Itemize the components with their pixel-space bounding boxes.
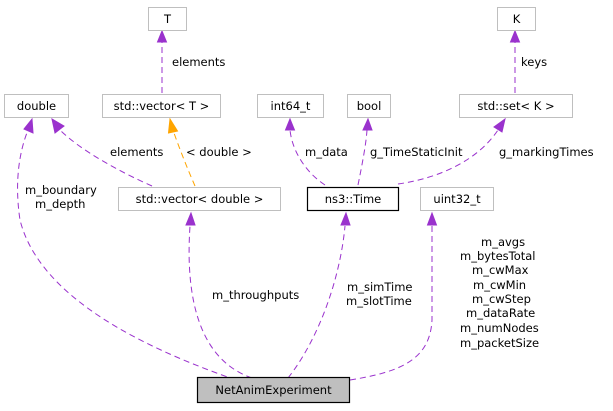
node-double[interactable]: double: [4, 94, 69, 118]
edge-netanim-to-double: m_boundary m_depth: [17, 117, 237, 381]
edge-label-elements-t: elements: [172, 55, 225, 69]
edge-set-k-to-k: keys: [509, 29, 547, 93]
edge-netanim-to-vector-double: m_throughputs: [185, 211, 299, 379]
edge-label-double-template: < double >: [186, 145, 252, 159]
edge-label-m-bytes-total: m_bytesTotal: [460, 249, 536, 263]
edge-time-to-set: g_markingTimes: [397, 117, 594, 185]
edge-label-m-avgs: m_avgs: [481, 235, 525, 249]
node-t-label: T: [163, 12, 172, 26]
edge-time-to-int64: m_data: [284, 117, 348, 186]
node-vector-t-label: std::vector< T >: [114, 99, 210, 113]
node-t[interactable]: T: [148, 7, 187, 31]
node-uint32-t[interactable]: uint32_t: [420, 187, 494, 211]
node-int64-t[interactable]: int64_t: [257, 94, 324, 118]
edge-label-m-data: m_data: [305, 145, 348, 159]
node-vector-t[interactable]: std::vector< T >: [102, 94, 221, 118]
node-set-k-label: std::set< K >: [477, 99, 554, 113]
node-ns3-time-label: ns3::Time: [325, 192, 382, 206]
edge-label-m-boundary: m_boundary: [25, 183, 97, 197]
edge-label-m-slot-time: m_slotTime: [346, 294, 412, 308]
node-vector-double-label: std::vector< double >: [136, 192, 264, 206]
edge-label-m-depth: m_depth: [35, 197, 85, 211]
node-bool[interactable]: bool: [347, 94, 391, 118]
edge-netanim-to-uint32: m_avgs m_bytesTotal m_cwMax m_cwMin m_cw…: [349, 211, 539, 381]
node-set-k[interactable]: std::set< K >: [459, 94, 573, 118]
edge-time-to-bool: g_TimeStaticInit: [357, 117, 463, 186]
node-uint32-t-label: uint32_t: [433, 192, 481, 206]
edge-label-m-throughputs: m_throughputs: [212, 288, 299, 302]
node-netanim-experiment[interactable]: NetAnimExperiment: [196, 376, 351, 404]
node-double-label: double: [17, 99, 56, 113]
edge-vector-double-to-double: elements: [51, 117, 163, 187]
edge-label-m-num-nodes: m_numNodes: [460, 321, 539, 335]
node-netanim-experiment-label: NetAnimExperiment: [215, 383, 332, 397]
node-ns3-time[interactable]: ns3::Time: [306, 186, 400, 212]
edge-label-m-data-rate: m_dataRate: [466, 306, 535, 320]
edge-vector-t-to-t: elements: [156, 29, 225, 93]
edge-label-keys: keys: [521, 55, 547, 69]
edge-template-double: < double >: [167, 117, 252, 187]
edge-label-g-marking-times: g_markingTimes: [499, 145, 594, 159]
edge-netanim-to-time: m_simTime m_slotTime: [287, 211, 413, 379]
edge-label-m-cw-step: m_cwStep: [472, 292, 531, 306]
edge-label-m-cw-max: m_cwMax: [472, 263, 529, 277]
edge-label-m-sim-time: m_simTime: [347, 280, 413, 294]
edge-label-elements-double: elements: [110, 145, 163, 159]
node-int64-t-label: int64_t: [271, 99, 311, 113]
edge-label-m-cw-min: m_cwMin: [473, 278, 526, 292]
node-k[interactable]: K: [497, 7, 536, 31]
node-k-label: K: [513, 12, 521, 26]
edge-label-m-packet-size: m_packetSize: [460, 336, 539, 350]
node-bool-label: bool: [357, 99, 382, 113]
edge-label-g-time-static-init: g_TimeStaticInit: [370, 145, 463, 159]
node-vector-double[interactable]: std::vector< double >: [118, 187, 281, 211]
